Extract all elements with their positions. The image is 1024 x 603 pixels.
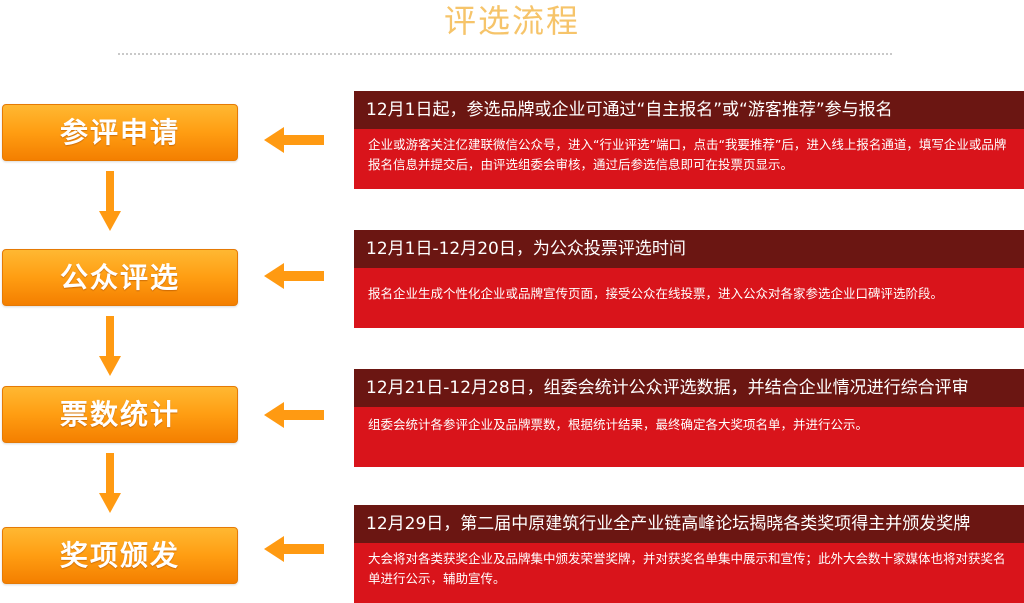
step-panel-vote-count: 12月21日-12月28日，组委会统计公众评选数据，并结合企业情况进行综合评审 …	[354, 369, 1024, 467]
step-public-vote-button[interactable]: 公众评选	[2, 249, 238, 306]
left-arrow-icon	[264, 263, 324, 289]
step-awards-button[interactable]: 奖项颁发	[2, 527, 238, 584]
panel-body: 大会将对各类获奖企业及品牌集中颁发荣誉奖牌，并对获奖名单集中展示和宣传；此外大会…	[354, 543, 1024, 603]
panel-body: 企业或游客关注亿建联微信公众号，进入“行业评选”端口，点击“我要推荐”后，进入线…	[354, 129, 1024, 189]
panel-heading: 12月1日-12月20日，为公众投票评选时间	[354, 230, 1024, 268]
left-arrow-icon	[264, 127, 324, 153]
step-panel-public-vote: 12月1日-12月20日，为公众投票评选时间 报名企业生成个性化企业或品牌宣传页…	[354, 230, 1024, 328]
step-panel-apply: 12月1日起，参选品牌或企业可通过“自主报名”或“游客推荐”参与报名 企业或游客…	[354, 91, 1024, 189]
page-title: 评选流程	[443, 2, 580, 40]
down-arrow-icon	[99, 316, 121, 376]
step-panel-awards: 12月29日，第二届中原建筑行业全产业链高峰论坛揭晓各类奖项得主并颁发奖牌 大会…	[354, 505, 1024, 603]
dotted-divider	[118, 53, 892, 55]
step-vote-count-button[interactable]: 票数统计	[2, 386, 238, 443]
panel-body: 组委会统计各参评企业及品牌票数，根据统计结果，最终确定各大奖项名单，并进行公示。	[354, 407, 1024, 467]
left-arrow-icon	[264, 402, 324, 428]
panel-body: 报名企业生成个性化企业或品牌宣传页面，接受公众在线投票，进入公众对各家参选企业口…	[354, 268, 1024, 328]
panel-heading: 12月1日起，参选品牌或企业可通过“自主报名”或“游客推荐”参与报名	[354, 91, 1024, 129]
left-arrow-icon	[264, 536, 324, 562]
down-arrow-icon	[99, 171, 121, 231]
panel-heading: 12月29日，第二届中原建筑行业全产业链高峰论坛揭晓各类奖项得主并颁发奖牌	[354, 505, 1024, 543]
down-arrow-icon	[99, 453, 121, 513]
panel-heading: 12月21日-12月28日，组委会统计公众评选数据，并结合企业情况进行综合评审	[354, 369, 1024, 407]
step-apply-button[interactable]: 参评申请	[2, 104, 238, 161]
